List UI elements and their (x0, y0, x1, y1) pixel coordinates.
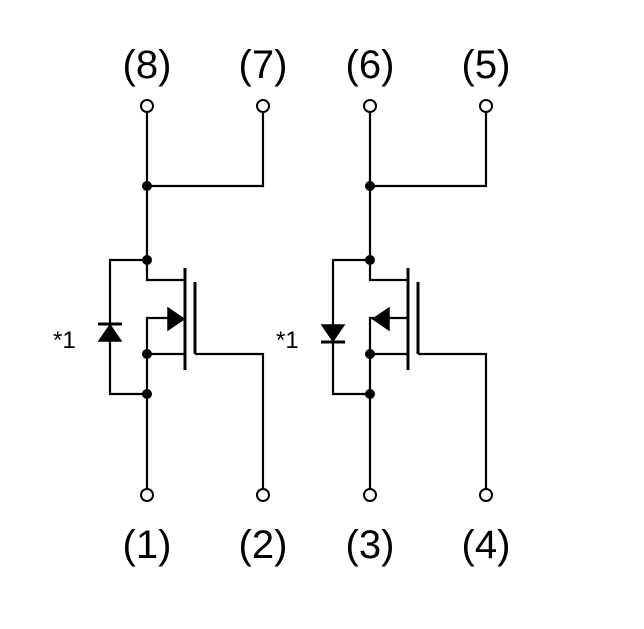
left-junction-dot (142, 181, 152, 191)
right-drain-tap (368, 260, 407, 282)
left-gate-wire (195, 352, 265, 494)
pin-label-7: (7) (239, 43, 288, 87)
terminal-pin-3 (363, 488, 377, 502)
pin-label-4: (4) (462, 523, 511, 567)
right-gate-wire (418, 352, 488, 494)
left-body-arrow-icon (167, 306, 186, 332)
right-diode-icon (320, 324, 346, 343)
right-junction-dot (365, 255, 375, 265)
terminal-pin-1 (140, 488, 154, 502)
left-diode-note: *1 (53, 327, 76, 354)
pin-label-3: (3) (346, 523, 395, 567)
left-body-wire (145, 316, 168, 354)
left-diode-loop (108, 258, 147, 396)
pin-label-2: (2) (239, 523, 288, 567)
left-junction-dot (142, 389, 152, 399)
terminal-pin-7 (256, 99, 270, 113)
terminal-pin-5 (479, 99, 493, 113)
right-junction-dot (365, 181, 375, 191)
pin-label-1: (1) (123, 523, 172, 567)
left-pin7-wire (147, 112, 265, 188)
left-junction-dot (142, 349, 152, 359)
left-drain-tap (145, 260, 184, 282)
right-junction-dot (365, 389, 375, 399)
terminal-pin-2 (256, 488, 270, 502)
pin-label-6: (6) (346, 43, 395, 87)
left-diode-icon (97, 323, 123, 342)
right-junction-dot (365, 349, 375, 359)
right-diode-note: *1 (276, 327, 299, 354)
terminal-pin-4 (479, 488, 493, 502)
terminal-pin-8 (140, 99, 154, 113)
left-junction-dot (142, 255, 152, 265)
pin-label-8: (8) (123, 43, 172, 87)
right-mosfet (320, 112, 488, 494)
left-mosfet (97, 112, 265, 494)
right-body-arrow-icon (371, 306, 390, 332)
right-body-wire (368, 316, 407, 354)
pin-label-5: (5) (462, 43, 511, 87)
terminal-pin-6 (363, 99, 377, 113)
right-pin5-wire (370, 112, 488, 188)
